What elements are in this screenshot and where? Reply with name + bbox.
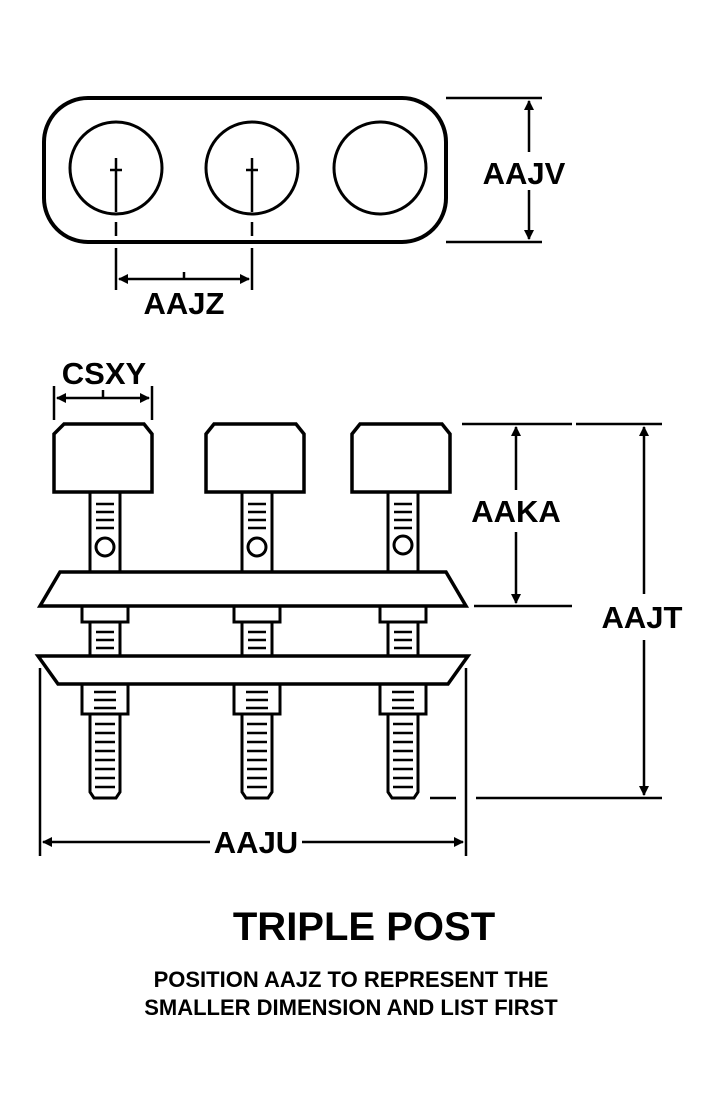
lower-plate — [34, 654, 472, 686]
aaju-label: AAJU — [214, 825, 298, 860]
post-1-threaded-stud — [88, 712, 122, 800]
post-2-threaded-stud — [240, 712, 274, 800]
top-view-base-outline — [42, 96, 448, 244]
aaka-label: AAKA — [471, 494, 561, 529]
aajt-dimension — [430, 422, 662, 800]
csxy-label: CSXY — [62, 356, 147, 391]
post-2-knob — [204, 422, 306, 494]
upper-plate — [36, 570, 470, 608]
post-3-knob — [350, 422, 452, 494]
diagram-title: TRIPLE POST — [233, 905, 495, 949]
aaju-dimension — [38, 668, 468, 856]
aajz-dimension — [114, 248, 254, 290]
csxy-dimension — [52, 386, 154, 420]
post-3-hole — [392, 534, 414, 556]
post-2-nut — [232, 604, 282, 624]
aajv-dimension — [446, 96, 542, 244]
top-post-circle-1 — [68, 120, 164, 216]
post-3-nut — [378, 604, 428, 624]
top-post-circle-3 — [332, 120, 428, 216]
aajv-label: AAJV — [483, 156, 566, 191]
post-2 — [204, 422, 306, 800]
aaka-dimension — [462, 422, 572, 608]
post-1 — [52, 422, 154, 800]
note-line-1: POSITION AAJZ TO REPRESENT THE — [154, 967, 549, 992]
post-3-threaded-stud — [386, 712, 420, 800]
center-mark-2 — [246, 158, 258, 236]
post-1-nut — [80, 604, 130, 624]
side-view: CSXY — [34, 356, 683, 860]
post-1-knob — [52, 422, 154, 494]
note-line-2: SMALLER DIMENSION AND LIST FIRST — [144, 995, 558, 1020]
center-mark-1 — [110, 158, 122, 236]
post-2-hole — [246, 536, 268, 558]
aajz-label: AAJZ — [144, 286, 225, 321]
top-view: AAJZ AAJV — [42, 96, 566, 321]
aajt-label: AAJT — [602, 600, 683, 635]
top-post-circle-2 — [204, 120, 300, 216]
post-1-hole — [94, 536, 116, 558]
post-3 — [350, 422, 452, 800]
